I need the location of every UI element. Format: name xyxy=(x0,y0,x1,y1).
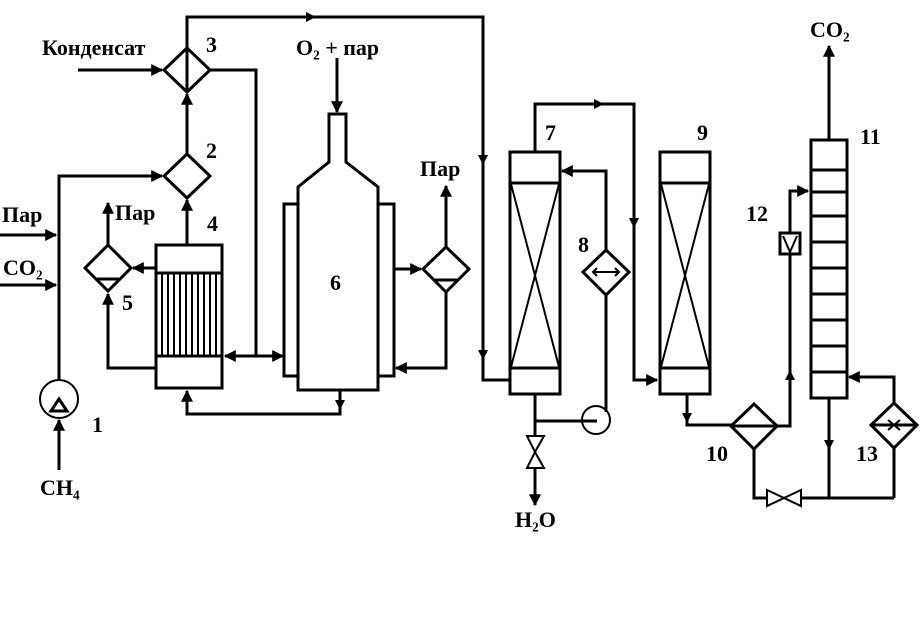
equipment-number-4: 4 xyxy=(207,211,218,236)
line-6-to-4 xyxy=(181,389,342,416)
stream-label-water: H₂O xyxy=(515,507,556,532)
equipment-number-7: 7 xyxy=(545,120,556,145)
line-10-to-12 xyxy=(777,255,792,428)
stream-label-steam-out-5: Пар xyxy=(115,200,155,225)
equipment-number-11: 11 xyxy=(860,124,881,149)
line-boiler-to-6 xyxy=(394,292,448,374)
valve-water xyxy=(525,435,546,469)
stream-label-ch4: CH₄ xyxy=(40,475,80,500)
equipment-number-8: 8 xyxy=(578,232,589,257)
equipment-number-9: 9 xyxy=(697,120,708,145)
stream-label-co2-in: CO₂ xyxy=(3,255,43,280)
equipment-number-2: 2 xyxy=(206,138,217,163)
stream-label-condensate: Конденсат xyxy=(42,35,146,60)
equipment-number-1: 1 xyxy=(92,412,103,437)
line-3-to-7 xyxy=(185,15,510,382)
valve-10 xyxy=(766,488,802,508)
tubular-reactor-4 xyxy=(154,243,224,390)
line-to-9-bottom xyxy=(632,228,659,386)
line-9-to-10 xyxy=(685,394,732,427)
line-13-to-11 xyxy=(847,371,896,403)
heat-exchanger-10 xyxy=(728,401,780,452)
line-12-to-11 xyxy=(788,185,810,233)
heat-exchanger-2 xyxy=(161,151,213,201)
stream-label-steam-in: Пар xyxy=(2,202,42,227)
line-4-bottom-to-5 xyxy=(102,292,156,370)
waste-heat-boiler-5 xyxy=(82,242,134,294)
line-7-to-9 xyxy=(533,102,636,228)
heat-exchanger-8 xyxy=(580,247,632,298)
equipment-number-12: 12 xyxy=(746,201,768,226)
waste-heat-boiler-6 xyxy=(420,244,472,295)
equipment-number-13: 13 xyxy=(856,441,878,466)
pump-12 xyxy=(778,231,802,256)
equipment-number-6: 6 xyxy=(330,270,341,295)
stream-label-oxygen-steam: O₂ + пар xyxy=(296,35,379,60)
packed-column-9 xyxy=(658,150,712,396)
oxygen-reactor-6 xyxy=(282,112,396,392)
equipment-number-5: 5 xyxy=(122,290,133,315)
line-3-to-reactor xyxy=(210,68,258,355)
stream-label-co2-out: CO₂ xyxy=(810,17,850,42)
tray-column-11 xyxy=(809,138,849,400)
packed-column-7 xyxy=(508,150,562,396)
equipment-number-3: 3 xyxy=(206,32,217,57)
line-8-to-7 xyxy=(560,165,608,250)
line-10-to-valve xyxy=(752,449,767,500)
pump-1 xyxy=(39,379,79,419)
feed-line-to-hx2 xyxy=(57,170,164,380)
equipment-number-10: 10 xyxy=(706,441,728,466)
stream-label-steam-out-hx: Пар xyxy=(420,156,460,181)
